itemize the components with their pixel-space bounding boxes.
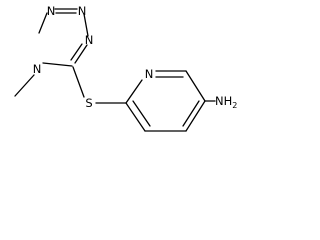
bond-c5-n1 xyxy=(42,62,73,67)
bond-n3-n4 xyxy=(83,13,89,37)
bond-n1-methyl xyxy=(14,74,35,97)
pyridine-ring xyxy=(125,70,206,132)
bond-n4-c5-double xyxy=(70,43,83,61)
bond-c3-c4 xyxy=(185,100,206,132)
atom-label-amine: NH2 xyxy=(215,94,237,110)
bond-c5-s xyxy=(72,66,85,98)
atom-label-sulfur: S xyxy=(85,96,92,110)
bond-c3-c4-double xyxy=(182,100,200,127)
bond-c5-c6 xyxy=(125,102,146,132)
bond-c2-c3 xyxy=(185,70,206,102)
chemical-structure-drawing: N N N N S N NH2 xyxy=(14,4,237,132)
tetrazole-ring xyxy=(38,8,89,67)
bond-c6-n xyxy=(125,79,143,104)
amine-nh: NH xyxy=(215,94,232,108)
bond-n4-c5 xyxy=(74,44,88,64)
atom-label-tetrazole-n4: N xyxy=(85,33,94,47)
atom-label-tetrazole-n3: N xyxy=(78,4,87,18)
atom-label-tetrazole-n2: N xyxy=(47,4,56,18)
atom-label-pyridine-n: N xyxy=(145,67,154,81)
bond-n1-n2 xyxy=(38,12,48,34)
bond-c5-c6-double xyxy=(132,100,151,127)
amine-subscript: 2 xyxy=(232,101,237,110)
atom-label-tetrazole-n1: N xyxy=(33,62,42,76)
